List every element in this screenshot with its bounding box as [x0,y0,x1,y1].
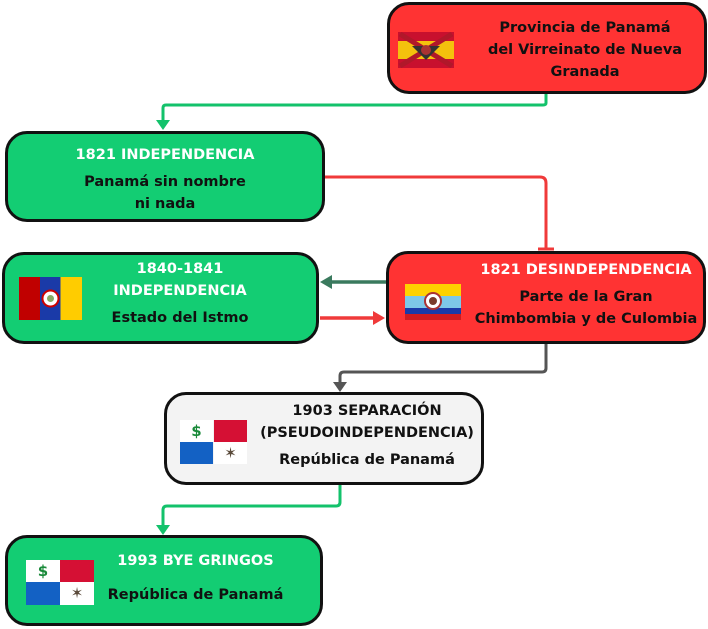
connector-independencia-to-desindependencia [324,175,548,249]
node-subtitle: Parte de la Gran [519,289,653,305]
node-bye-gringos: $ ✶ 1993 BYE GRINGOS República de Panamá [5,535,323,626]
connector-separacion-to-byegringos [161,484,342,528]
arrowhead [373,311,385,325]
node-title: 1821 INDEPENDENCIA [75,147,255,163]
node-title: 1821 DESINDEPENDENCIA [480,262,692,278]
panama-parody-flag-icon: $ ✶ [26,560,94,605]
node-subtitle: Estado del Istmo [111,310,249,326]
node-title: 1993 BYE GRINGOS [117,553,274,569]
spanish-burgundy-flag-icon [398,31,454,69]
connector-virreinato-to-independencia [161,93,548,124]
node-estado-del-istmo: 1840-1841 INDEPENDENCIA Estado del Istmo [2,252,319,344]
node-title: (PSEUDOINDEPENDENCIA) [260,425,474,441]
gran-colombia-flag-icon [405,284,461,320]
node-text-line: Provincia de Panamá [499,20,671,36]
node-subtitle: Panamá sin nombre [84,174,246,190]
node-text-line: Granada [550,64,620,80]
node-independencia-1821: 1821 INDEPENDENCIA Panamá sin nombre ni … [5,131,325,222]
node-title: 1840-1841 [136,261,224,277]
dollar-sign-icon: $ [26,560,60,582]
arrowhead [333,382,347,392]
node-virreinato: Provincia de Panamá del Virreinato de Nu… [387,2,707,94]
creature-icon: ✶ [214,442,247,464]
arrowhead [156,525,170,535]
creature-icon: ✶ [60,582,94,605]
node-subtitle: República de Panamá [279,452,455,468]
node-title: INDEPENDENCIA [113,283,247,299]
dollar-sign-icon: $ [180,420,213,442]
node-title: 1903 SEPARACIÓN [292,403,442,419]
node-subtitle: Chimbombia y de Culombia [474,311,698,327]
node-separacion: $ ✶ 1903 SEPARACIÓN (PSEUDOINDEPENDENCIA… [164,392,484,485]
node-subtitle: República de Panamá [107,587,284,603]
node-desindependencia: 1821 DESINDEPENDENCIA Parte de la Gran C… [386,251,706,344]
panama-parody-flag-icon: $ ✶ [180,420,247,464]
arrowhead [320,275,332,289]
node-subtitle: ni nada [134,196,196,212]
arrowhead [156,120,170,130]
connector-desindependencia-to-separacion [338,343,548,385]
node-text-line: del Virreinato de Nueva [487,42,683,58]
estado-del-istmo-flag-icon [19,277,82,320]
